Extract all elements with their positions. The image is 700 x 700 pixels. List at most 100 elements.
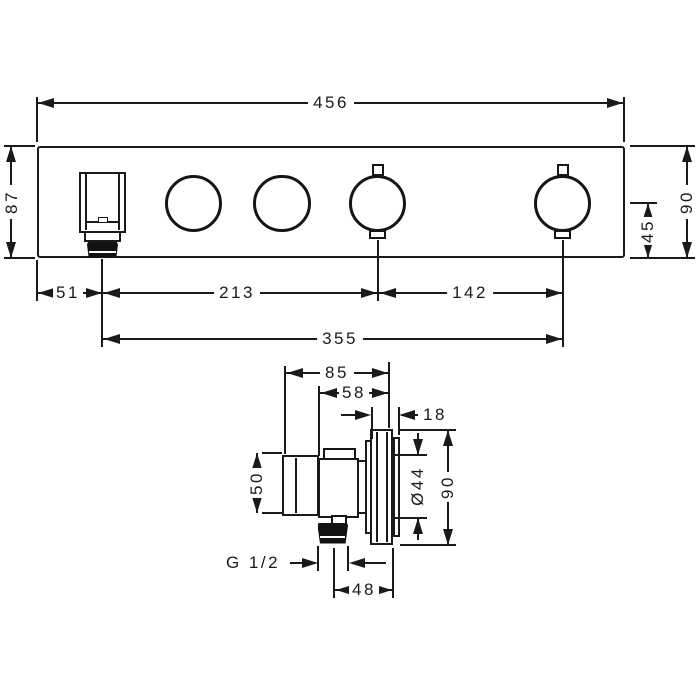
select-handle-edge-left: [84, 174, 87, 230]
dim-label-segment-span: 355: [317, 329, 363, 349]
dim-label-plate-depth: 18: [418, 405, 452, 425]
connector-bottom-line: [358, 512, 367, 514]
dim-label-total-width: 456: [308, 93, 354, 113]
thread-size-label: G 1/2: [220, 553, 286, 573]
dim-label-panel-height: 87: [1, 185, 22, 219]
plate-inner-line: [386, 432, 388, 542]
knob-circle-4: [533, 174, 592, 233]
dim-label-handle-height: 50: [247, 468, 267, 498]
extension-line: [36, 260, 38, 301]
thread-side-view: [317, 523, 348, 544]
extension-line: [262, 512, 282, 514]
arrowhead: [682, 146, 692, 162]
knob-circle-2: [253, 174, 311, 233]
arrowhead: [6, 146, 16, 162]
arrowhead: [355, 410, 371, 420]
dim-label-knob-diameter: Ø44: [408, 463, 428, 509]
extension-line: [397, 407, 400, 435]
connector-top-line: [358, 459, 367, 462]
arrowhead: [86, 288, 102, 298]
extension-line: [101, 258, 103, 347]
extension-line: [630, 256, 695, 259]
dim-label-body-depth: 58: [339, 382, 369, 403]
dim-line-18-left: [341, 414, 355, 416]
extension-line: [346, 546, 349, 571]
extension-line: [284, 366, 286, 454]
arrowhead: [546, 288, 562, 298]
plate-back-strip: [393, 436, 400, 537]
thread-side-highlight: [320, 536, 345, 538]
knob-circle-3: [348, 174, 407, 233]
extension-line: [333, 548, 335, 598]
dim-label-center-to-bottom: 45: [638, 217, 658, 245]
extension-line: [388, 362, 390, 428]
arrowhead: [335, 585, 352, 595]
select-handle-edge-right: [118, 174, 120, 230]
arrowhead: [643, 241, 653, 258]
extension-line: [393, 454, 427, 456]
arrowhead: [348, 558, 365, 568]
arrowhead: [443, 528, 453, 545]
dim-label-total-depth: 85: [320, 363, 354, 383]
dim-label-segment-right: 142: [447, 283, 493, 303]
dim-label-escutcheon-height: 90: [677, 185, 697, 219]
extension-line: [562, 240, 564, 347]
dim-label-segment-mid: 213: [214, 283, 260, 303]
arrowhead: [252, 453, 262, 469]
arrowhead: [413, 439, 423, 455]
extension-line: [4, 145, 35, 147]
side-handle: [282, 455, 319, 516]
arrowhead: [682, 242, 692, 258]
plate-main: [369, 429, 393, 545]
arrowhead: [104, 288, 120, 298]
extension-line: [392, 548, 394, 598]
arrowhead: [643, 202, 653, 219]
dim-label-thread-to-wall: 48: [349, 580, 379, 600]
arrowhead: [104, 334, 120, 344]
dim-line-51-213-142: [37, 292, 563, 294]
extension-line: [623, 97, 625, 142]
arrowhead: [38, 98, 54, 108]
arrowhead: [252, 497, 262, 513]
arrowhead: [372, 368, 388, 378]
arrowhead: [607, 98, 623, 108]
arrowhead: [38, 288, 54, 298]
side-handle-edge: [295, 457, 297, 513]
knob-4-top-tab: [556, 164, 569, 176]
arrowhead: [6, 242, 16, 258]
extension-line: [630, 145, 695, 147]
arrowhead: [372, 387, 388, 398]
extension-line: [317, 386, 320, 456]
extension-line: [4, 256, 35, 259]
dim-label-plate-height: 90: [438, 472, 458, 502]
arrowhead: [379, 288, 396, 298]
select-handle-nut: [84, 233, 121, 242]
valve-bottom-notch: [331, 514, 347, 525]
panel-outline: [37, 146, 625, 258]
thread-front-highlight: [89, 251, 116, 253]
thread-front-view: [87, 241, 118, 257]
select-handle-notch: [97, 216, 108, 223]
arrowhead: [286, 368, 303, 378]
extension-line: [393, 516, 427, 519]
leader-line: [290, 562, 302, 564]
knob-3-top-tab: [371, 164, 384, 176]
plate-inner-line: [376, 432, 378, 542]
arrowhead: [302, 558, 318, 568]
arrowhead: [375, 585, 392, 595]
extension-line: [36, 97, 38, 142]
extension-line: [376, 240, 379, 301]
dim-label-segment-left: 51: [53, 283, 83, 303]
knob-circle-1: [164, 174, 223, 233]
extension-line: [262, 452, 282, 454]
arrowhead: [443, 429, 453, 446]
valve-body: [318, 457, 359, 518]
arrowhead: [398, 410, 415, 420]
knob-4-bottom-tab: [554, 230, 571, 239]
knob-3-bottom-tab: [369, 230, 386, 239]
extension-line: [317, 546, 319, 571]
arrowhead: [320, 387, 337, 398]
leader-line: [364, 562, 386, 564]
arrowhead: [546, 334, 562, 344]
